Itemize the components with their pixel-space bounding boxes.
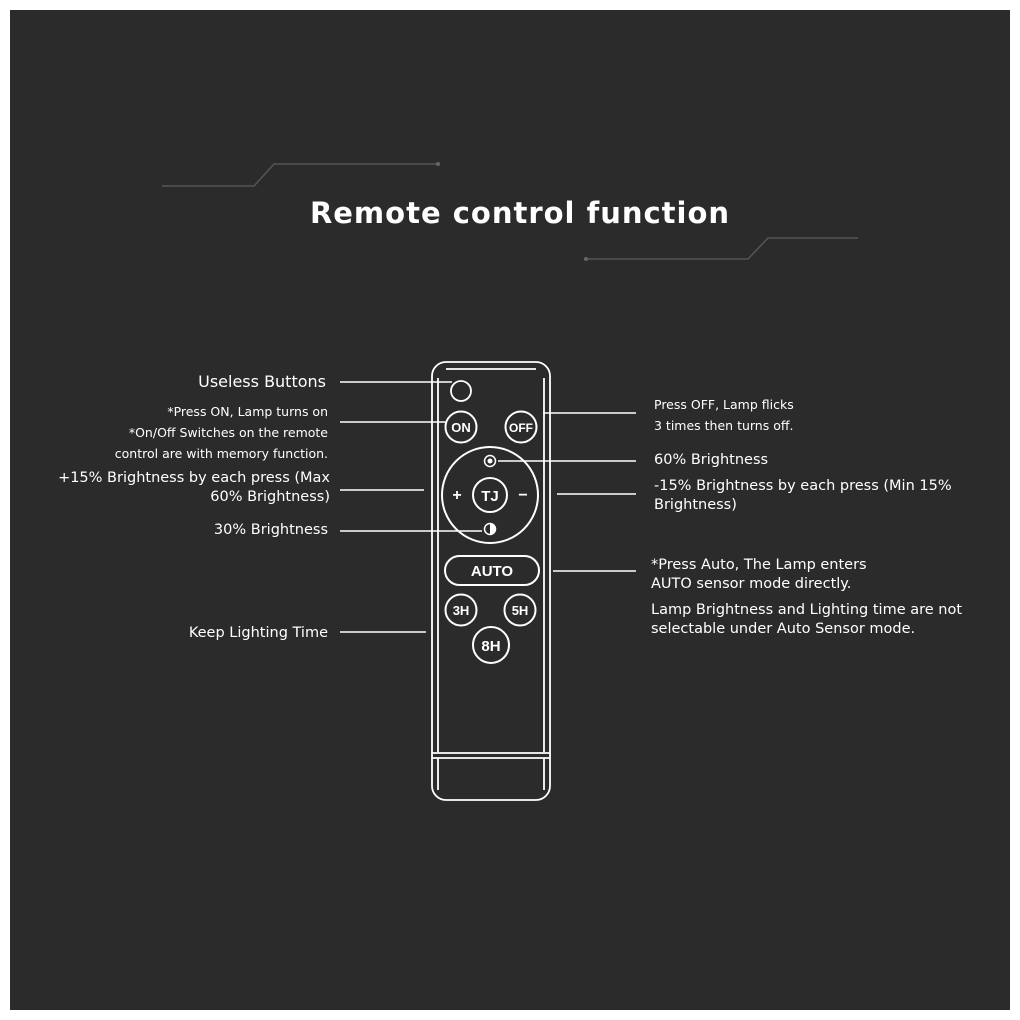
8h-button-label: 8H <box>481 638 500 655</box>
3h-button[interactable] <box>444 593 478 627</box>
off-button[interactable] <box>504 410 538 444</box>
label-auto-line3: Lamp Brightness and Lighting time are no… <box>651 602 963 618</box>
remote-body <box>431 361 551 801</box>
label-auto-mode: *Press Auto, The Lamp enters AUTO sensor… <box>651 556 867 594</box>
label-press-on-line1: *Press ON, Lamp turns on <box>167 404 328 419</box>
background-panel <box>10 10 1010 1010</box>
label-minus-brightness-line2: Brightness) <box>654 497 737 513</box>
title-deco-dot-left <box>436 162 440 166</box>
title-decoration <box>162 162 858 261</box>
off-button-label: OFF <box>509 421 533 435</box>
label-auto-note: Lamp Brightness and Lighting time are no… <box>651 601 962 639</box>
label-press-off-line2: 3 times then turns off. <box>654 418 794 433</box>
tj-button-label: TJ <box>481 488 499 505</box>
5h-button-label: 5H <box>512 603 529 618</box>
label-useless-buttons: Useless Buttons <box>198 372 326 391</box>
title-deco-line-left <box>162 163 438 187</box>
remote-buttons: ON OFF TJ + − AUTO 3H 5H 8H <box>441 380 540 664</box>
label-30-brightness: 30% Brightness <box>213 522 328 538</box>
label-auto-line4: selectable under Auto Sensor mode. <box>651 621 916 637</box>
remote-outline <box>431 361 551 801</box>
callout-lines <box>340 381 636 633</box>
label-press-on-line3: control are with memory function. <box>114 446 328 461</box>
label-keep-lighting: Keep Lighting Time <box>188 625 328 641</box>
label-plus-brightness-line2: 60% Brightness) <box>210 489 330 505</box>
brightness-30-icon[interactable] <box>483 522 497 536</box>
label-press-off-line1: Press OFF, Lamp flicks <box>654 397 794 412</box>
plus-button[interactable]: + <box>452 487 461 504</box>
page-title: Remote control function <box>309 196 731 230</box>
label-plus-brightness: +15% Brightness by each press (Max 60% B… <box>58 469 330 507</box>
3h-button-label: 3H <box>453 603 470 618</box>
label-press-on: *Press ON, Lamp turns on *On/Off Switche… <box>115 401 328 464</box>
useless-button[interactable] <box>450 380 472 402</box>
5h-button[interactable] <box>503 593 537 627</box>
dpad-ring <box>441 446 539 544</box>
on-button[interactable] <box>444 410 478 444</box>
8h-button[interactable] <box>472 626 510 664</box>
label-press-off: Press OFF, Lamp flicks 3 times then turn… <box>654 394 794 436</box>
label-auto-line2: AUTO sensor mode directly. <box>651 576 852 592</box>
minus-button[interactable]: − <box>518 487 527 504</box>
auto-button-label: AUTO <box>471 563 514 580</box>
title-deco-line-right <box>586 237 858 260</box>
auto-button[interactable] <box>444 555 540 586</box>
label-minus-brightness-line1: -15% Brightness by each press (Min 15% <box>654 478 952 494</box>
label-auto-line1: *Press Auto, The Lamp enters <box>651 557 867 573</box>
tj-button[interactable] <box>472 477 508 513</box>
title-deco-dot-right <box>584 257 588 261</box>
label-plus-brightness-line1: +15% Brightness by each press (Max <box>58 470 330 486</box>
label-60-brightness: 60% Brightness <box>654 452 769 468</box>
label-press-on-line2: *On/Off Switches on the remote <box>128 425 328 440</box>
label-minus-brightness: -15% Brightness by each press (Min 15% B… <box>654 477 952 515</box>
on-button-label: ON <box>451 420 471 435</box>
brightness-60-icon[interactable] <box>483 454 497 468</box>
